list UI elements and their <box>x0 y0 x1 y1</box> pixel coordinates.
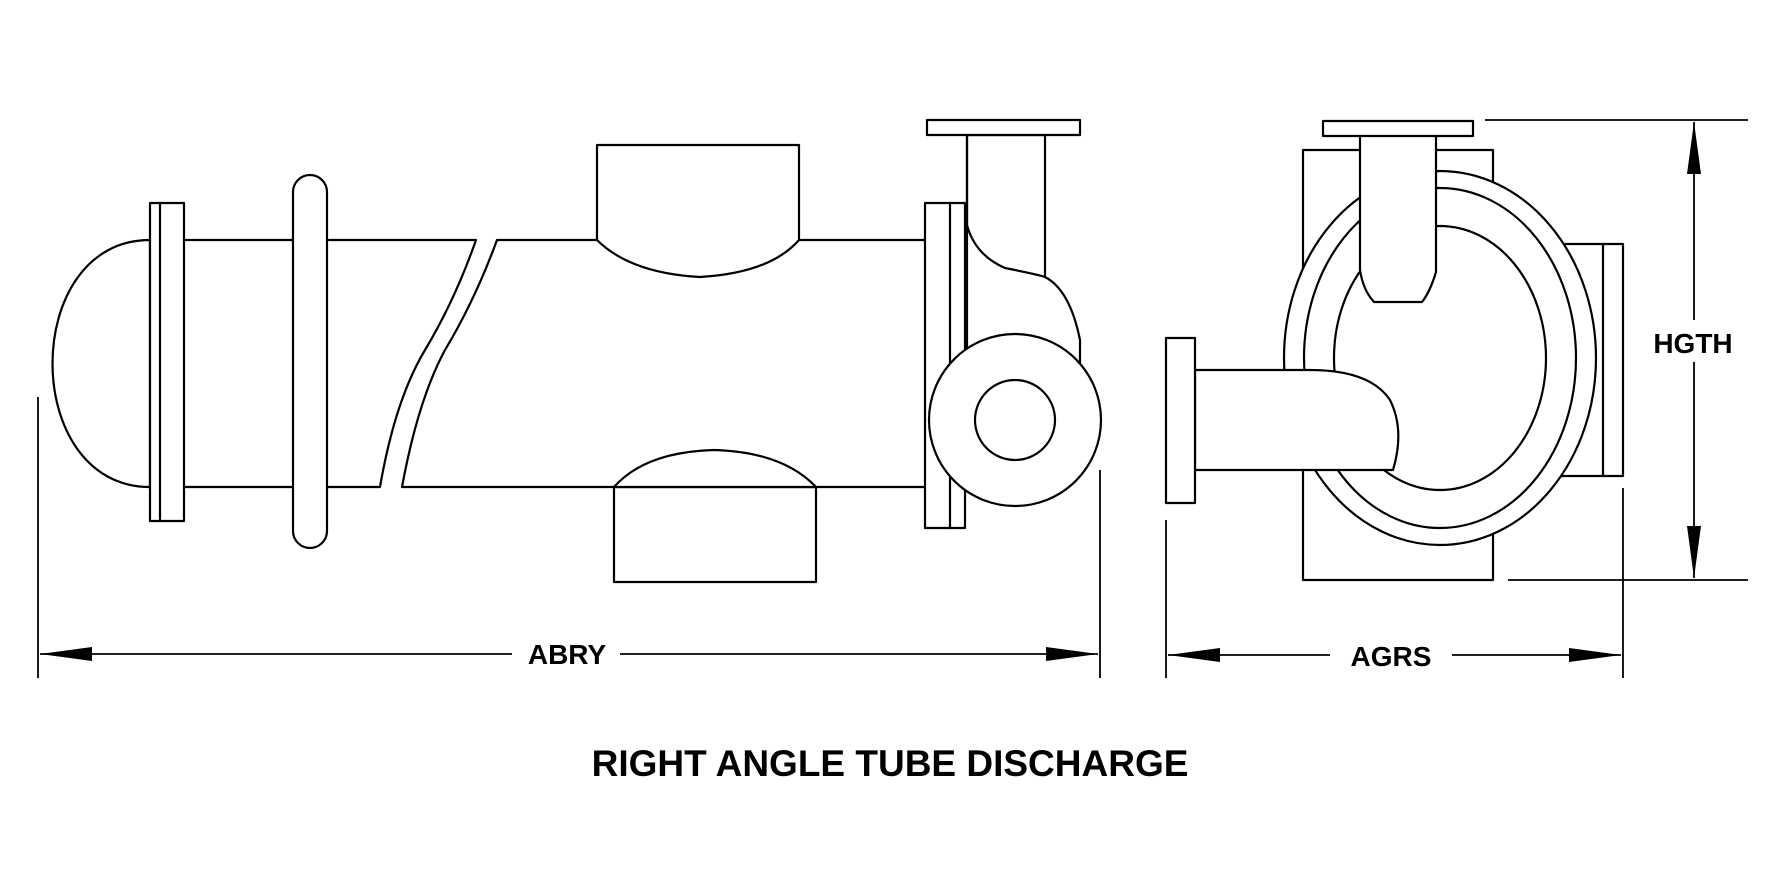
top-nozzle <box>595 143 801 279</box>
dimension-hgth: HGTH <box>1485 119 1748 581</box>
bottom-saddle-curve <box>612 448 818 489</box>
top-elbow-pipe <box>1358 133 1438 304</box>
discharge-nozzle-end <box>927 332 1103 508</box>
dimension-agrs: AGRS <box>1165 488 1624 678</box>
dimension-label-agrs: AGRS <box>1351 641 1432 672</box>
left-flange <box>148 201 186 523</box>
elbow-flange <box>925 118 1082 137</box>
drawing-title: RIGHT ANGLE TUBE DISCHARGE <box>592 743 1189 784</box>
dimension-abry: ABRY <box>37 397 1101 678</box>
shell-right-segment <box>400 238 929 489</box>
top-elbow-flange <box>1321 119 1475 138</box>
support-ring <box>291 173 329 550</box>
dimension-label-abry: ABRY <box>528 639 607 670</box>
side-discharge-pipe <box>1193 368 1400 472</box>
end-cap <box>51 238 152 489</box>
side-discharge-flange <box>1164 336 1197 505</box>
middle-shell-circle <box>1302 186 1578 530</box>
end-view <box>1164 119 1625 582</box>
inner-shell-circle <box>1332 224 1548 492</box>
bottom-nozzle <box>612 481 818 584</box>
side-view <box>51 118 1103 584</box>
dimension-label-hgth: HGTH <box>1653 328 1732 359</box>
